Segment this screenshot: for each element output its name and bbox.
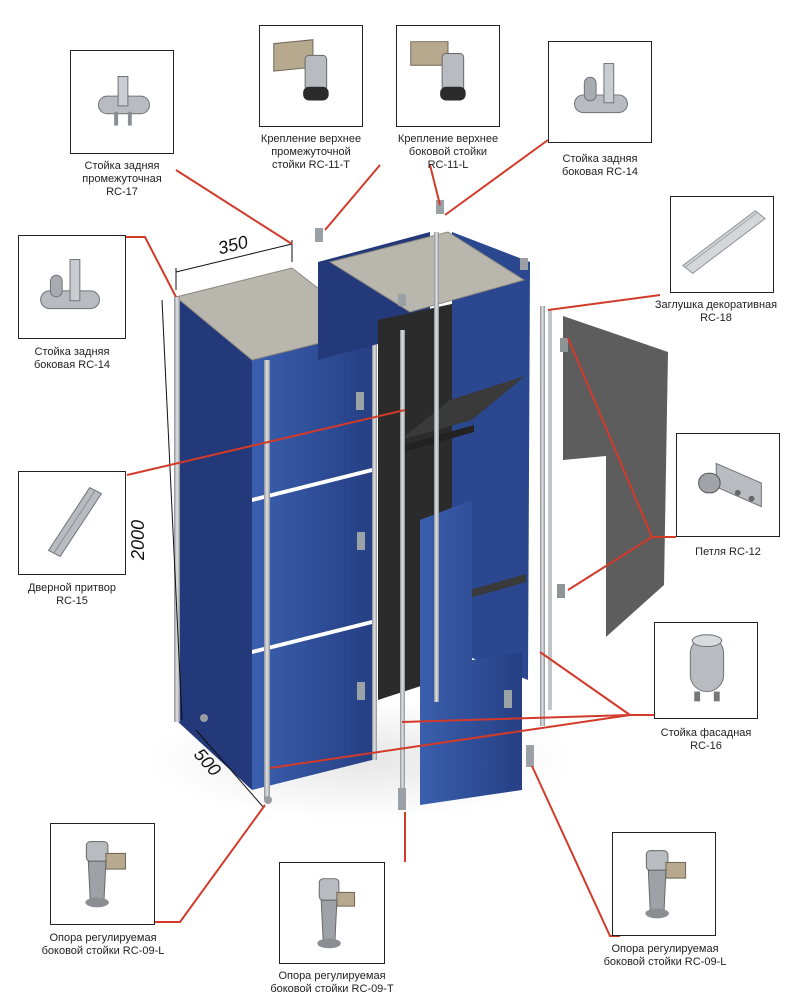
thumb-rc09l-left: [50, 823, 155, 925]
middle-post: [372, 330, 377, 760]
label-rc17: Стойка задняя промежуточная RC-17: [82, 160, 162, 198]
thumb-rc12: [676, 433, 780, 537]
top-bracket-icon: [410, 41, 466, 101]
label-rc16: Стойка фасадная RC-16: [660, 727, 752, 752]
thumb-rc15: [18, 471, 126, 575]
top-bracket-icon: [273, 39, 329, 101]
label-rc12: Петля RC-12: [695, 546, 761, 558]
lock-icon: [357, 682, 365, 700]
leader-rc14-top: [444, 139, 549, 216]
leader-rc11l: [429, 164, 441, 206]
left-door-3: [252, 624, 372, 790]
right-cabinet: [315, 200, 552, 810]
leader-rc16-b: [401, 714, 631, 723]
front-post: [264, 360, 270, 800]
label-rc14-top: Стойка задняя боковая RC-14: [561, 153, 639, 178]
leader-rc14-left: [126, 236, 177, 298]
grey-door: [557, 316, 668, 637]
thumb-rc17: [70, 50, 174, 154]
thumb-rc09l-right: [612, 832, 716, 936]
label-rc14-left: Стойка задняя боковая RC-14: [33, 346, 111, 371]
right-cabinet-top: [328, 231, 526, 313]
lock-icon: [504, 690, 512, 708]
aluminium-profile-icon: [689, 634, 725, 702]
adjustable-support-icon: [645, 850, 687, 919]
left-door-2: [252, 472, 372, 650]
leader-rc17: [175, 169, 293, 245]
label-rc18: Заглушка декоративная RC-18: [654, 299, 778, 324]
decorative-cap: [548, 310, 552, 710]
label-rc15: Дверной притвор RC-15: [27, 582, 116, 607]
thumb-rc14-left: [18, 235, 126, 339]
leader-rc11t: [324, 164, 381, 231]
thumb-rc11l: [396, 25, 500, 127]
shelf-lower: [470, 574, 526, 598]
left-door-1: [252, 330, 372, 498]
leader-rc15: [126, 409, 406, 476]
adjustable-support-icon: [85, 841, 127, 908]
dimension-lines: [161, 240, 293, 809]
right-door: [420, 500, 522, 805]
thumb-rc11t: [259, 25, 363, 127]
left-cabinet-side: [176, 297, 252, 790]
thumb-rc16: [654, 622, 758, 719]
hinge-icon: [698, 462, 762, 508]
shelf-upper: [400, 376, 525, 440]
right-middle-post: [400, 330, 405, 800]
left-post: [174, 297, 180, 722]
label-rc09l-left: Опора регулируемая боковой стойки RC-09-…: [41, 932, 165, 957]
aluminium-profile-icon: [47, 487, 103, 557]
label-rc09t: Опора регулируемая боковой стойки RC-09-…: [270, 970, 394, 995]
aluminium-profile-icon: [97, 76, 150, 126]
label-rc11t: Крепление верхнее промежуточной стойки R…: [260, 133, 362, 171]
leader-rc16-c: [539, 651, 631, 716]
decorative-cap-icon: [682, 210, 766, 275]
lock-icon: [357, 532, 365, 550]
facade-post: [540, 306, 545, 726]
grey-door-panel: [563, 316, 668, 637]
leader-rc09l-left: [155, 804, 266, 923]
aluminium-profile-icon: [40, 259, 100, 310]
aluminium-profile-icon: [574, 63, 628, 114]
leader-rc09l-right: [531, 765, 620, 937]
lock-icon: [356, 392, 364, 410]
adjustable-support-icon: [317, 878, 356, 949]
thumb-rc14-top: [548, 41, 652, 143]
dimension-height: 2000: [128, 519, 148, 560]
leader-rc18: [547, 294, 661, 311]
label-rc09l-right: Опора регулируемая боковой стойки RC-09-…: [603, 943, 727, 968]
label-rc11l: Крепление верхнее боковой стойки RC-11-L: [397, 133, 499, 171]
thumb-rc18: [670, 196, 774, 293]
leader-lines: [126, 139, 676, 937]
thumb-rc09t: [279, 862, 385, 964]
leader-rc12-b: [567, 536, 653, 591]
rear-post: [434, 232, 439, 702]
left-cabinet: [174, 267, 377, 804]
